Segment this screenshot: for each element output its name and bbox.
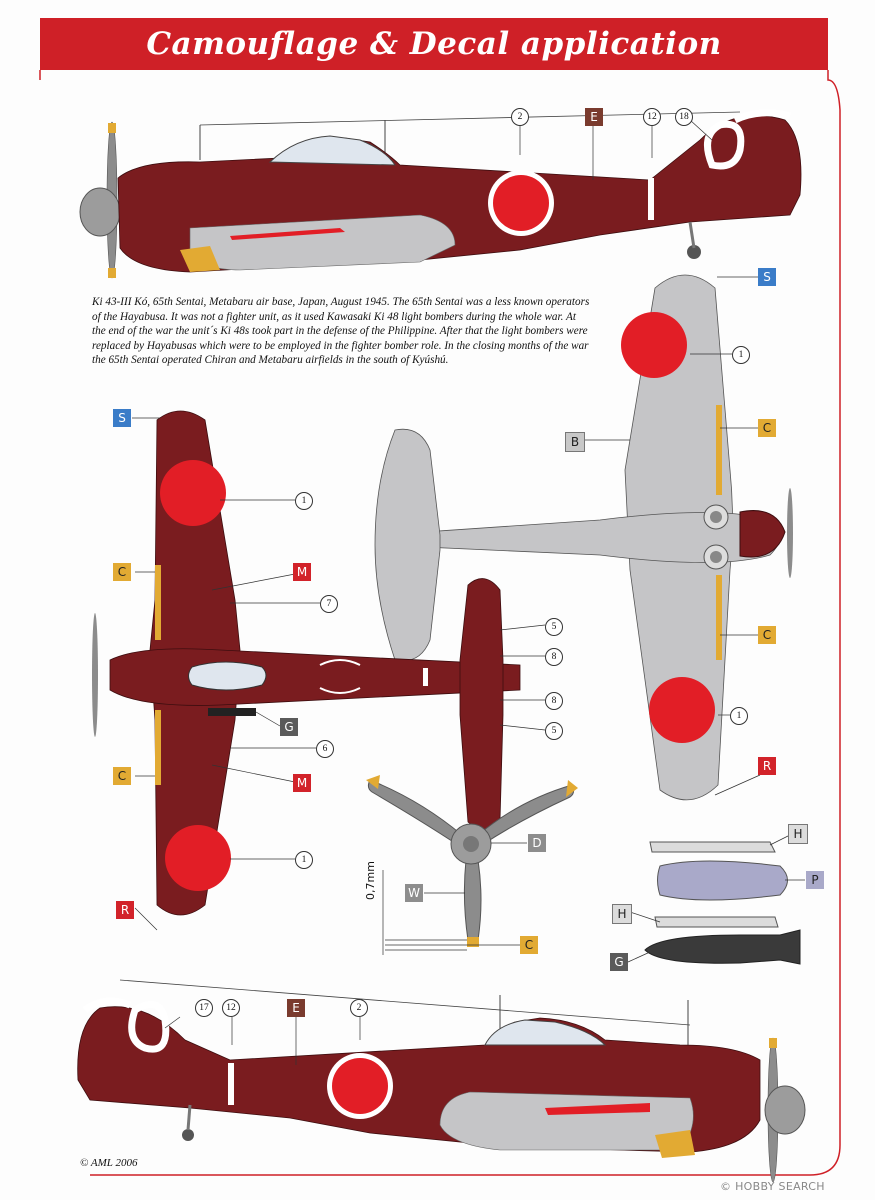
callout-h: H (788, 824, 808, 844)
decal-number: 1 (295, 492, 313, 510)
decal-number: 2 (511, 108, 529, 126)
callout-w: W (405, 884, 423, 902)
callout-c: C (113, 767, 131, 785)
callout-r: R (116, 901, 134, 919)
callout-g: G (280, 718, 298, 736)
decal-number: 1 (730, 707, 748, 725)
dimension-label: 0,7mm (364, 861, 377, 900)
decal-number: 6 (316, 740, 334, 758)
decal-number: 18 (675, 108, 693, 126)
callout-g: G (610, 953, 628, 971)
callout-r: R (758, 757, 776, 775)
profile-right-side (77, 979, 806, 1183)
aircraft-description: Ki 43-III Kó, 65th Sentai, Metabaru air … (92, 296, 590, 367)
callout-e: E (287, 999, 305, 1017)
profile-left-side (79, 109, 802, 279)
callout-m: M (293, 563, 311, 581)
decal-number: 2 (350, 999, 368, 1017)
callout-c: C (520, 936, 538, 954)
callout-e: E (585, 108, 603, 126)
decal-number: 8 (545, 648, 563, 666)
title-banner: Camouflage & Decal application (40, 18, 828, 70)
plan-view-upperside (92, 410, 546, 931)
bomb-rack-detail (627, 834, 805, 965)
callout-c: C (113, 563, 131, 581)
callout-b: B (565, 432, 585, 452)
decal-number: 8 (545, 692, 563, 710)
callout-c: C (758, 626, 776, 644)
decal-number: 5 (545, 618, 563, 636)
plan-view-underside (374, 274, 793, 801)
page-title: Camouflage & Decal application (146, 26, 722, 62)
callout-s: S (758, 268, 776, 286)
copyright-text: © AML 2006 (80, 1157, 138, 1169)
decal-number: 12 (643, 108, 661, 126)
callout-c: C (758, 419, 776, 437)
callout-s: S (113, 409, 131, 427)
decal-number: 5 (545, 722, 563, 740)
decal-number: 17 (195, 999, 213, 1017)
callout-d: D (528, 834, 546, 852)
callout-m: M (293, 774, 311, 792)
decal-number: 12 (222, 999, 240, 1017)
decal-number: 7 (320, 595, 338, 613)
decal-number: 1 (732, 346, 750, 364)
callout-p: P (806, 871, 824, 889)
callout-h: H (612, 904, 632, 924)
propeller-detail (366, 775, 578, 955)
decal-number: 1 (295, 851, 313, 869)
watermark-text: © HOBBY SEARCH (720, 1180, 825, 1193)
